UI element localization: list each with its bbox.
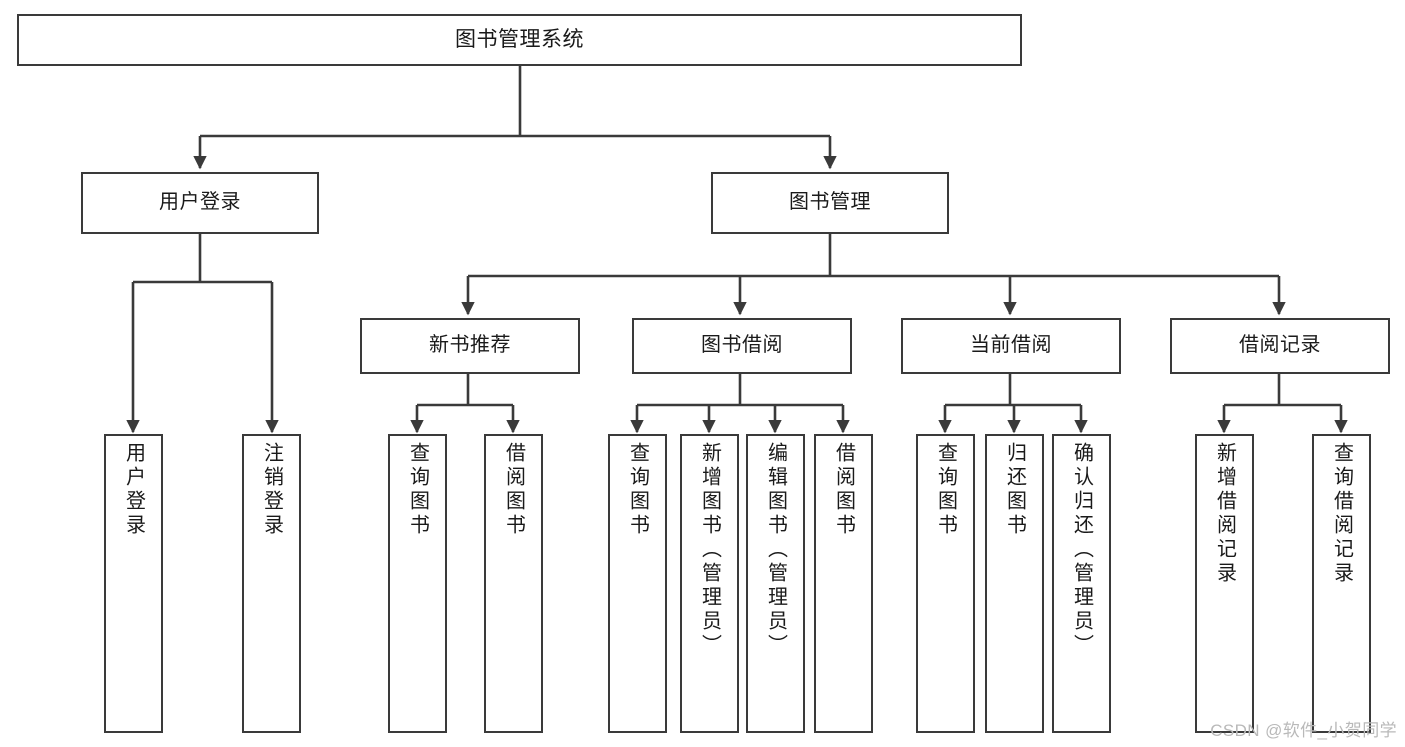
node-leaf-query-book[interactable]: 查询图书 <box>608 434 667 733</box>
node-leaf-label: 新增借阅记录 <box>1213 442 1236 586</box>
node-leaf-label: 查询图书 <box>626 442 649 538</box>
node-leaf-user-login[interactable]: 用户登录 <box>104 434 163 733</box>
node-root-system[interactable]: 图书管理系统 <box>17 14 1022 66</box>
node-leaf-edit-book-admin[interactable]: 编辑图书（管理员） <box>746 434 805 733</box>
node-root-label: 图书管理系统 <box>455 27 584 51</box>
node-leaf-label: 查询图书 <box>406 442 429 538</box>
node-leaf-add-book-admin[interactable]: 新增图书（管理员） <box>680 434 739 733</box>
node-leaf-label: 确认归还（管理员） <box>1070 442 1093 658</box>
node-book-management-label: 图书管理 <box>789 191 871 214</box>
node-leaf-confirm-return-admin[interactable]: 确认归还（管理员） <box>1052 434 1111 733</box>
node-new-book-recommend[interactable]: 新书推荐 <box>360 318 580 374</box>
node-leaf-label: 编辑图书（管理员） <box>764 442 787 658</box>
node-leaf-label: 查询图书 <box>934 442 957 538</box>
node-leaf-label: 注销登录 <box>260 442 283 538</box>
node-leaf-label: 新增图书（管理员） <box>698 442 721 658</box>
node-leaf-label: 借阅图书 <box>502 442 525 538</box>
node-leaf-label: 查询借阅记录 <box>1330 442 1353 586</box>
node-leaf-label: 借阅图书 <box>832 442 855 538</box>
node-leaf-query-borrow-record[interactable]: 查询借阅记录 <box>1312 434 1371 733</box>
node-book-borrow[interactable]: 图书借阅 <box>632 318 852 374</box>
node-leaf-logout[interactable]: 注销登录 <box>242 434 301 733</box>
node-leaf-label: 归还图书 <box>1003 442 1026 538</box>
node-leaf-add-borrow-record[interactable]: 新增借阅记录 <box>1195 434 1254 733</box>
node-book-management[interactable]: 图书管理 <box>711 172 949 234</box>
node-leaf-query-book-recommend[interactable]: 查询图书 <box>388 434 447 733</box>
node-current-borrow-label: 当前借阅 <box>970 334 1052 357</box>
node-book-borrow-label: 图书借阅 <box>701 334 783 357</box>
node-leaf-borrow-book-recommend[interactable]: 借阅图书 <box>484 434 543 733</box>
node-user-login[interactable]: 用户登录 <box>81 172 319 234</box>
node-leaf-return-book[interactable]: 归还图书 <box>985 434 1044 733</box>
node-new-book-recommend-label: 新书推荐 <box>429 334 511 357</box>
node-borrow-record-label: 借阅记录 <box>1239 334 1321 357</box>
node-leaf-query-book-current[interactable]: 查询图书 <box>916 434 975 733</box>
node-borrow-record[interactable]: 借阅记录 <box>1170 318 1390 374</box>
node-leaf-label: 用户登录 <box>122 442 145 538</box>
watermark-text: CSDN @软件_小贺同学 <box>1210 721 1397 740</box>
node-current-borrow[interactable]: 当前借阅 <box>901 318 1121 374</box>
node-leaf-borrow-book[interactable]: 借阅图书 <box>814 434 873 733</box>
node-user-login-label: 用户登录 <box>159 191 241 214</box>
